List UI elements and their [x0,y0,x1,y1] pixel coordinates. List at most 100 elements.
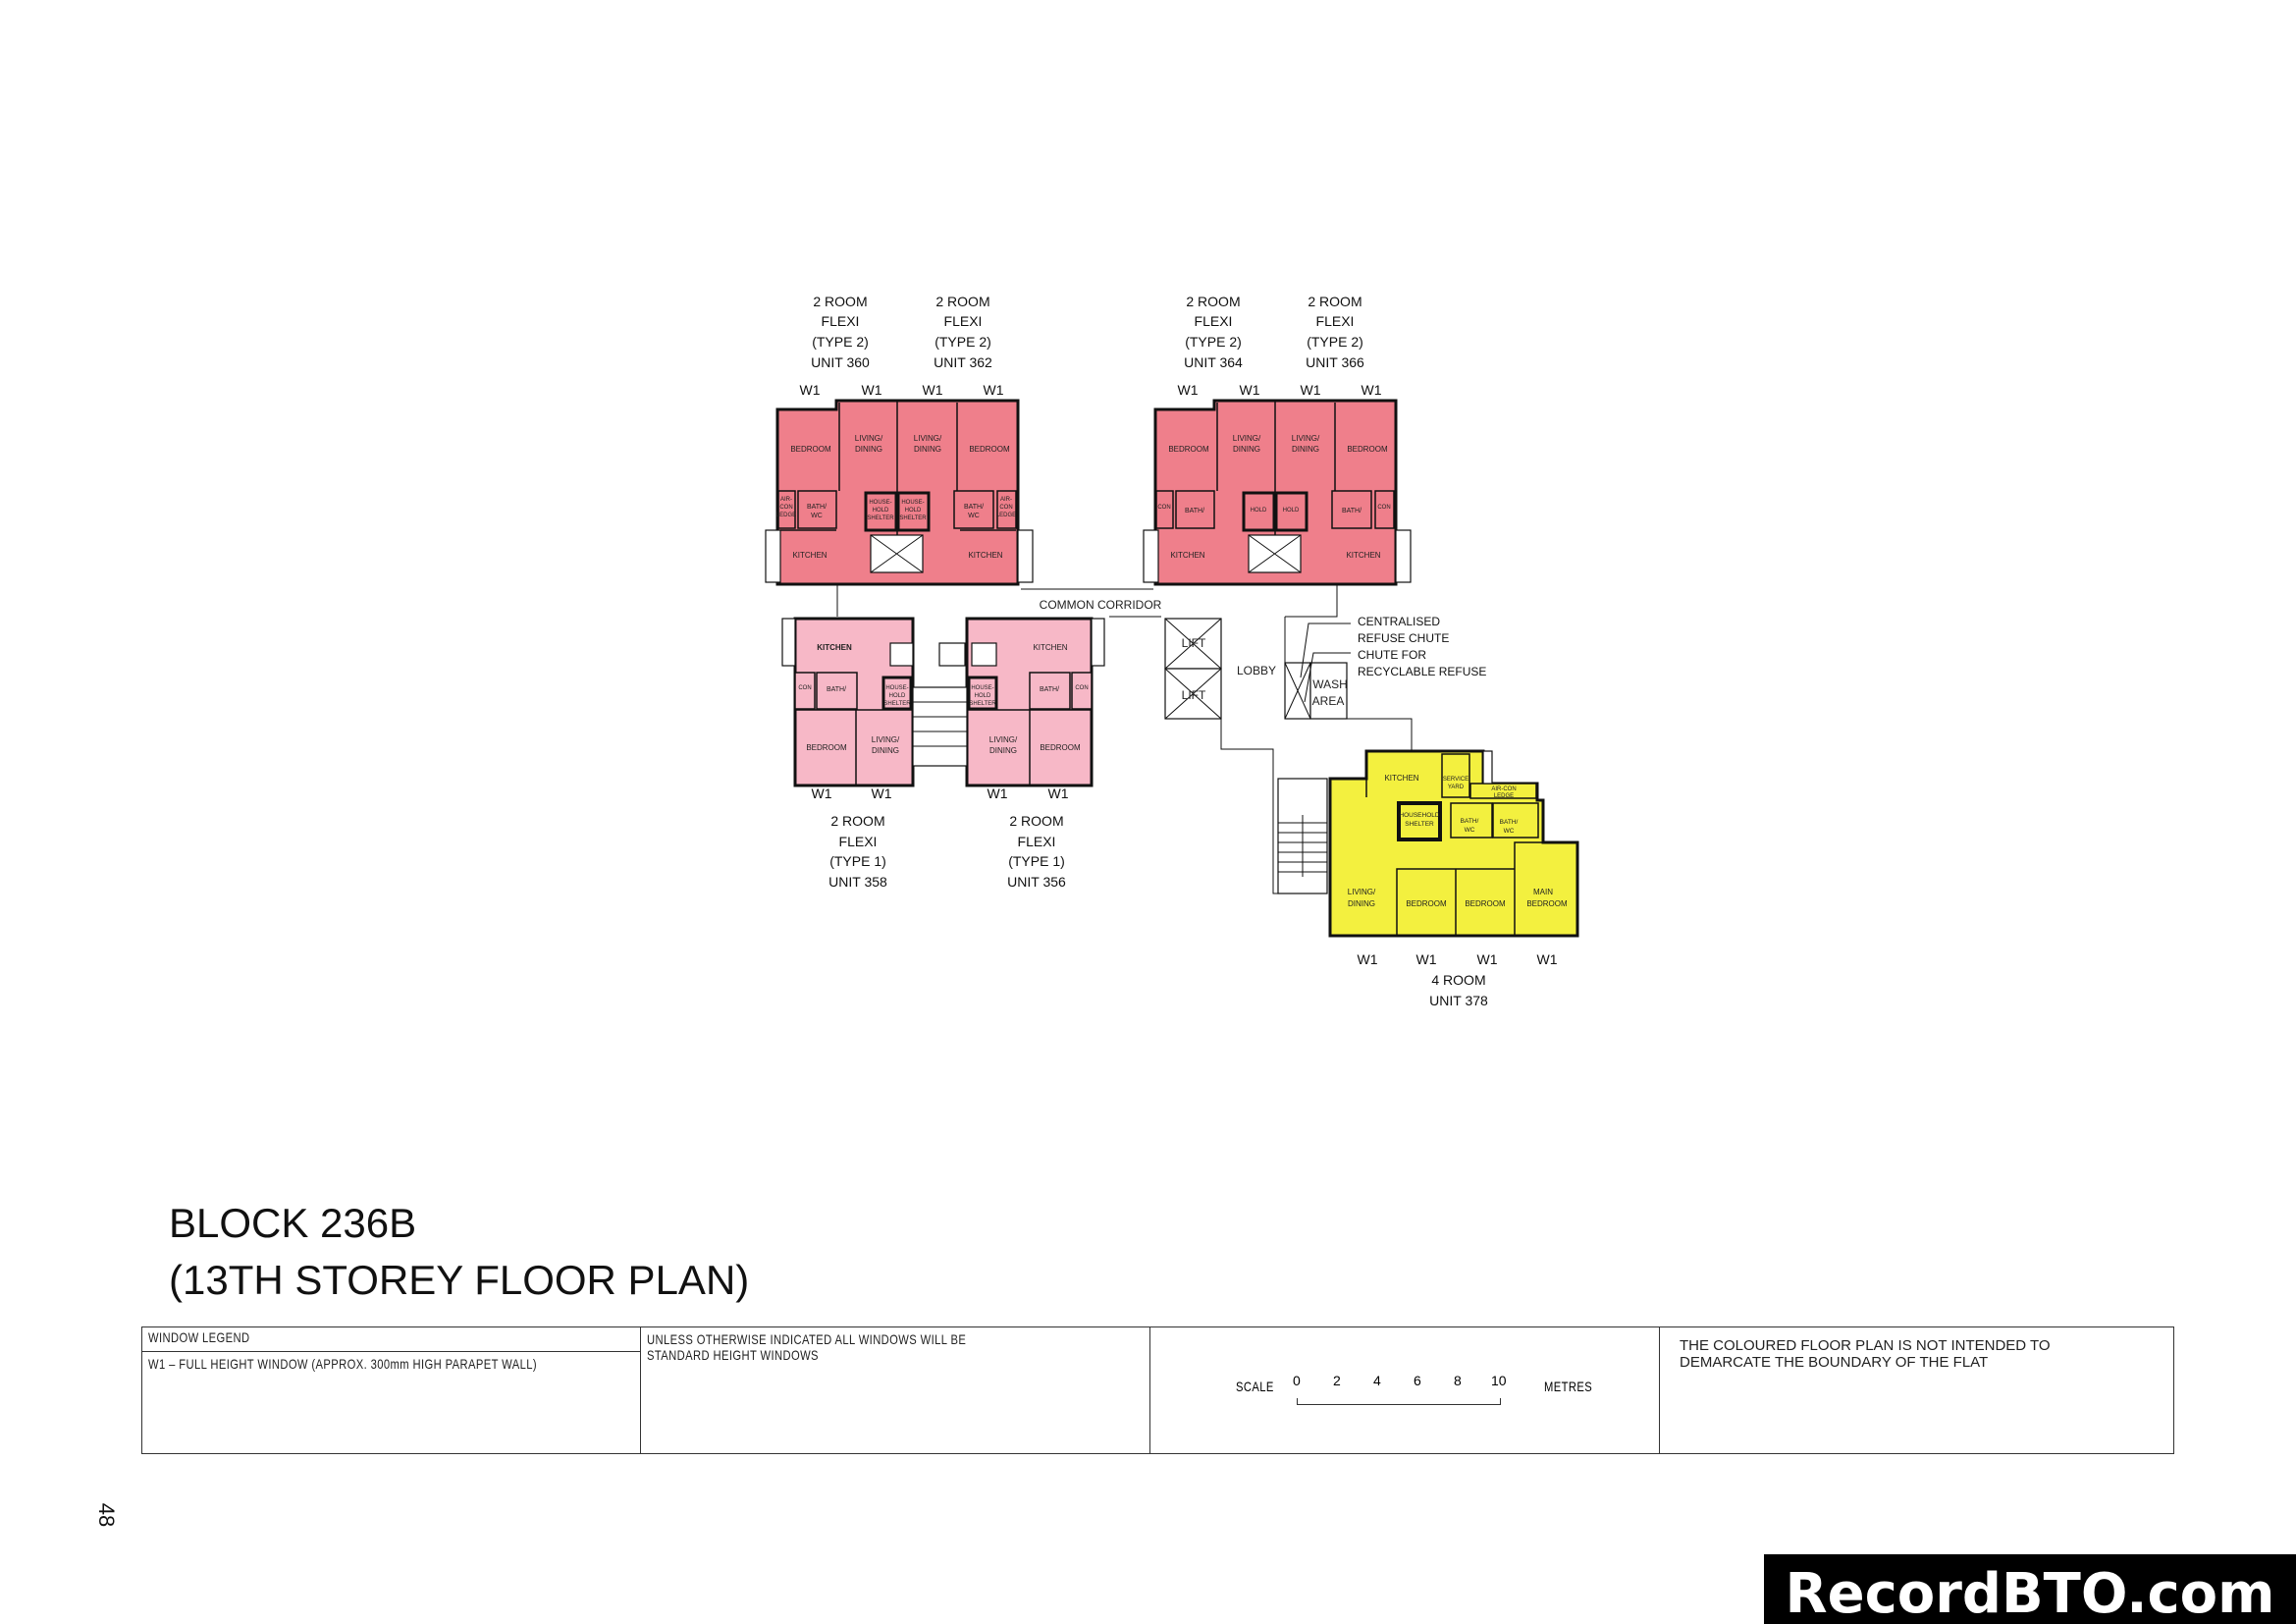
room-aircon-2: CON [779,505,792,511]
lobby-label: LOBBY [1237,664,1276,677]
unit-356-label: FLEXI [1018,834,1056,849]
room-bath: BATH/ [1500,819,1519,826]
window-marker: W1 [1362,382,1382,398]
room-aircon-ledge: AIR-CON [1491,786,1516,792]
room-bedroom: BEDROOM [1465,899,1506,908]
room-shelter-2: HOLD [873,508,889,514]
window-marker: W1 [872,785,892,801]
room-living: LIVING/ [1348,888,1376,896]
common-corridor-label: COMMON CORRIDOR [1040,598,1162,612]
staircase [1277,778,1328,894]
unit-364-label: UNIT 364 [1184,354,1243,370]
scale-tick: 10 [1491,1373,1507,1388]
window-marker: W1 [1048,785,1069,801]
scale-tick: 4 [1373,1373,1381,1388]
room-main-bedroom-2: BEDROOM [1526,899,1568,908]
window-legend-title: WINDOW LEGEND [148,1329,250,1345]
refuse-chute-label: REFUSE CHUTE [1358,631,1449,645]
lift-label: LIFT [1182,636,1206,650]
room-aircon: CON [1377,505,1390,511]
room-shelter-2: HOLD [905,508,922,514]
room-shelter: HOUSE- [901,500,924,506]
scale-unit: METRES [1544,1379,1593,1394]
room-aircon: CON [798,685,811,691]
unit-360-label: FLEXI [822,313,860,329]
recycle-chute-label: RECYCLABLE REFUSE [1358,665,1486,678]
scale-line [1297,1398,1501,1405]
room-living: LIVING/ [989,735,1018,744]
window-marker: W1 [800,382,821,398]
room-service-yard: SERVICE [1443,777,1468,783]
scale-tick: 2 [1333,1373,1341,1388]
staircase [912,686,968,767]
unit-366-label: (TYPE 2) [1307,334,1363,350]
scale-tick: 6 [1414,1373,1421,1388]
room-living: LIVING/ [1292,434,1320,443]
window-marker: W1 [1477,951,1498,967]
room-living: LIVING/ [1233,434,1261,443]
room-bath: BATH/ [1342,508,1362,514]
refuse-chute-label: CENTRALISED [1358,615,1440,628]
unit-366-label: UNIT 366 [1306,354,1364,370]
room-bedroom: BEDROOM [1347,445,1388,454]
unit-362-label: (TYPE 2) [934,334,991,350]
room-bath: BATH/ [807,504,827,511]
note-line: UNLESS OTHERWISE INDICATED ALL WINDOWS W… [647,1331,967,1347]
unit-378-label: UNIT 378 [1429,993,1488,1008]
room-living: LIVING/ [855,434,883,443]
room-bath-2: WC [811,513,823,519]
scale-tick: 0 [1293,1373,1301,1388]
window-marker: W1 [1537,951,1558,967]
disclaimer-line: THE COLOURED FLOOR PLAN IS NOT INTENDED … [1680,1337,2051,1354]
legend-table: WINDOW LEGEND W1 – FULL HEIGHT WINDOW (A… [141,1326,2174,1454]
unit-366-label: 2 ROOM [1308,294,1362,309]
unit-362-label: UNIT 362 [934,354,992,370]
unit-358-label: 2 ROOM [830,813,884,829]
wash-area-label: WASH [1312,677,1348,691]
room-kitchen: KITCHEN [1033,643,1067,652]
room-living-2: DINING [855,445,882,454]
room-bedroom: BEDROOM [790,445,831,454]
scale-tick: 8 [1454,1373,1462,1388]
room-shelter: HOLD [1251,508,1267,514]
room-kitchen: KITCHEN [1346,551,1380,560]
room-living-2: DINING [1292,445,1319,454]
room-main-bedroom: MAIN [1533,888,1553,896]
room-kitchen: KITCHEN [1384,774,1418,783]
unit-364-label: 2 ROOM [1186,294,1240,309]
room-aircon: CON [1075,685,1088,691]
room-shelter-3: SHELTER [899,515,927,521]
unit-360-label: 2 ROOM [813,294,867,309]
room-bath: BATH/ [827,686,846,693]
unit-356-label: UNIT 356 [1007,874,1066,890]
watermark: RecordBTO.com [1764,1554,2296,1624]
unit-362-label: 2 ROOM [935,294,989,309]
unit-366-label: FLEXI [1316,313,1355,329]
top-left-block: BEDROOM LIVING/ DINING LIVING/ DINING BE… [765,294,1034,586]
room-bedroom: BEDROOM [1406,899,1447,908]
recycle-chute-label: CHUTE FOR [1358,648,1426,662]
wash-area [1309,662,1348,720]
window-legend-cell: WINDOW LEGEND W1 – FULL HEIGHT WINDOW (A… [141,1326,641,1454]
unit-378-label: 4 ROOM [1431,972,1485,988]
room-bath-2: WC [1504,828,1515,835]
room-shelter-2: HOLD [975,693,991,699]
railing [765,529,781,583]
top-right-block: BEDROOM LIVING/ DINING LIVING/ DINING BE… [1143,294,1412,586]
unit-360-label: UNIT 360 [811,354,870,370]
room-bath: BATH/ [1185,508,1204,514]
room-aircon-ledge-2: LEDGE [1494,793,1514,799]
room-bath: BATH/ [964,504,984,511]
room-kitchen: KITCHEN [817,643,852,652]
page-subtitle: (13TH STOREY FLOOR PLAN) [169,1257,750,1303]
unit-360-label: (TYPE 2) [812,334,869,350]
room-bedroom: BEDROOM [806,743,847,752]
unit-362-label: FLEXI [944,313,983,329]
lift-label: LIFT [1182,688,1206,702]
unit-358-label: (TYPE 1) [829,853,886,869]
disclaimer-cell: THE COLOURED FLOOR PLAN IS NOT INTENDED … [1659,1326,2174,1454]
room-kitchen: KITCHEN [792,551,827,560]
room-shelter-3: SHELTER [969,701,996,707]
window-marker: W1 [1301,382,1321,398]
room-shelter-2: HOLD [889,693,906,699]
